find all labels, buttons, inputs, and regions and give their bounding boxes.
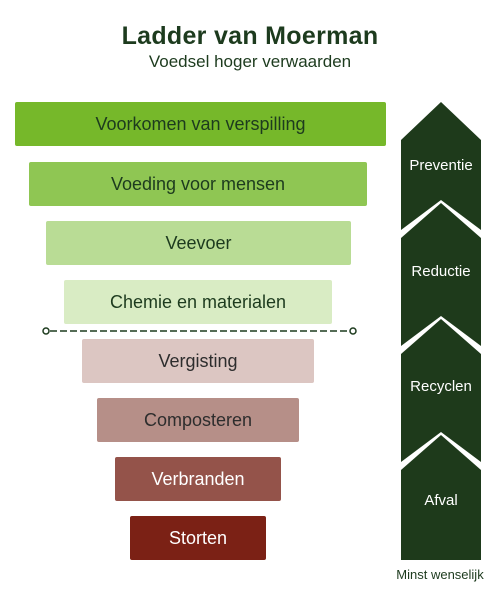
ladder-step-2-label: Voeding voor mensen bbox=[110, 173, 286, 194]
diagram-title: Ladder van Moerman bbox=[121, 22, 379, 50]
ladder-step-4: Chemie en materialen bbox=[64, 280, 332, 324]
arrow-segment-preventie bbox=[401, 102, 481, 230]
footer-label: Minst wenselijk bbox=[396, 567, 484, 582]
arrow-segment-recyclen bbox=[401, 319, 481, 462]
ladder-step-6-label: Composteren bbox=[143, 409, 253, 430]
ladder-step-3: Veevoer bbox=[46, 221, 351, 265]
category-recyclen: Recyclen bbox=[410, 378, 472, 395]
ladder-step-8: Storten bbox=[130, 516, 266, 560]
ladder-step-5-label: Vergisting bbox=[158, 350, 238, 371]
ladder-step-1-label: Voorkomen van verspilling bbox=[95, 113, 306, 134]
category-reductie: Reductie bbox=[411, 263, 471, 280]
ladder-step-5: Vergisting bbox=[82, 339, 314, 383]
ladder-step-2: Voeding voor mensen bbox=[29, 162, 367, 206]
hierarchy-arrow-column bbox=[401, 102, 481, 560]
category-preventie: Preventie bbox=[409, 157, 473, 174]
diagram-subtitle: Voedsel hoger verwaarden bbox=[148, 52, 352, 71]
ladder-step-3-label: Veevoer bbox=[165, 232, 232, 253]
ladder-divider bbox=[42, 327, 357, 335]
ladder-step-8-label: Storten bbox=[168, 527, 228, 548]
ladder-step-4-label: Chemie en materialen bbox=[109, 291, 287, 312]
arrow-segment-reductie bbox=[401, 203, 481, 346]
category-afval: Afval bbox=[424, 492, 458, 509]
ladder-step-6: Composteren bbox=[97, 398, 299, 442]
ladder-step-7-label: Verbranden bbox=[151, 468, 245, 489]
ladder-step-1: Voorkomen van verspilling bbox=[15, 102, 386, 146]
ladder-step-7: Verbranden bbox=[115, 457, 281, 501]
arrow-segment-afval bbox=[401, 435, 481, 560]
